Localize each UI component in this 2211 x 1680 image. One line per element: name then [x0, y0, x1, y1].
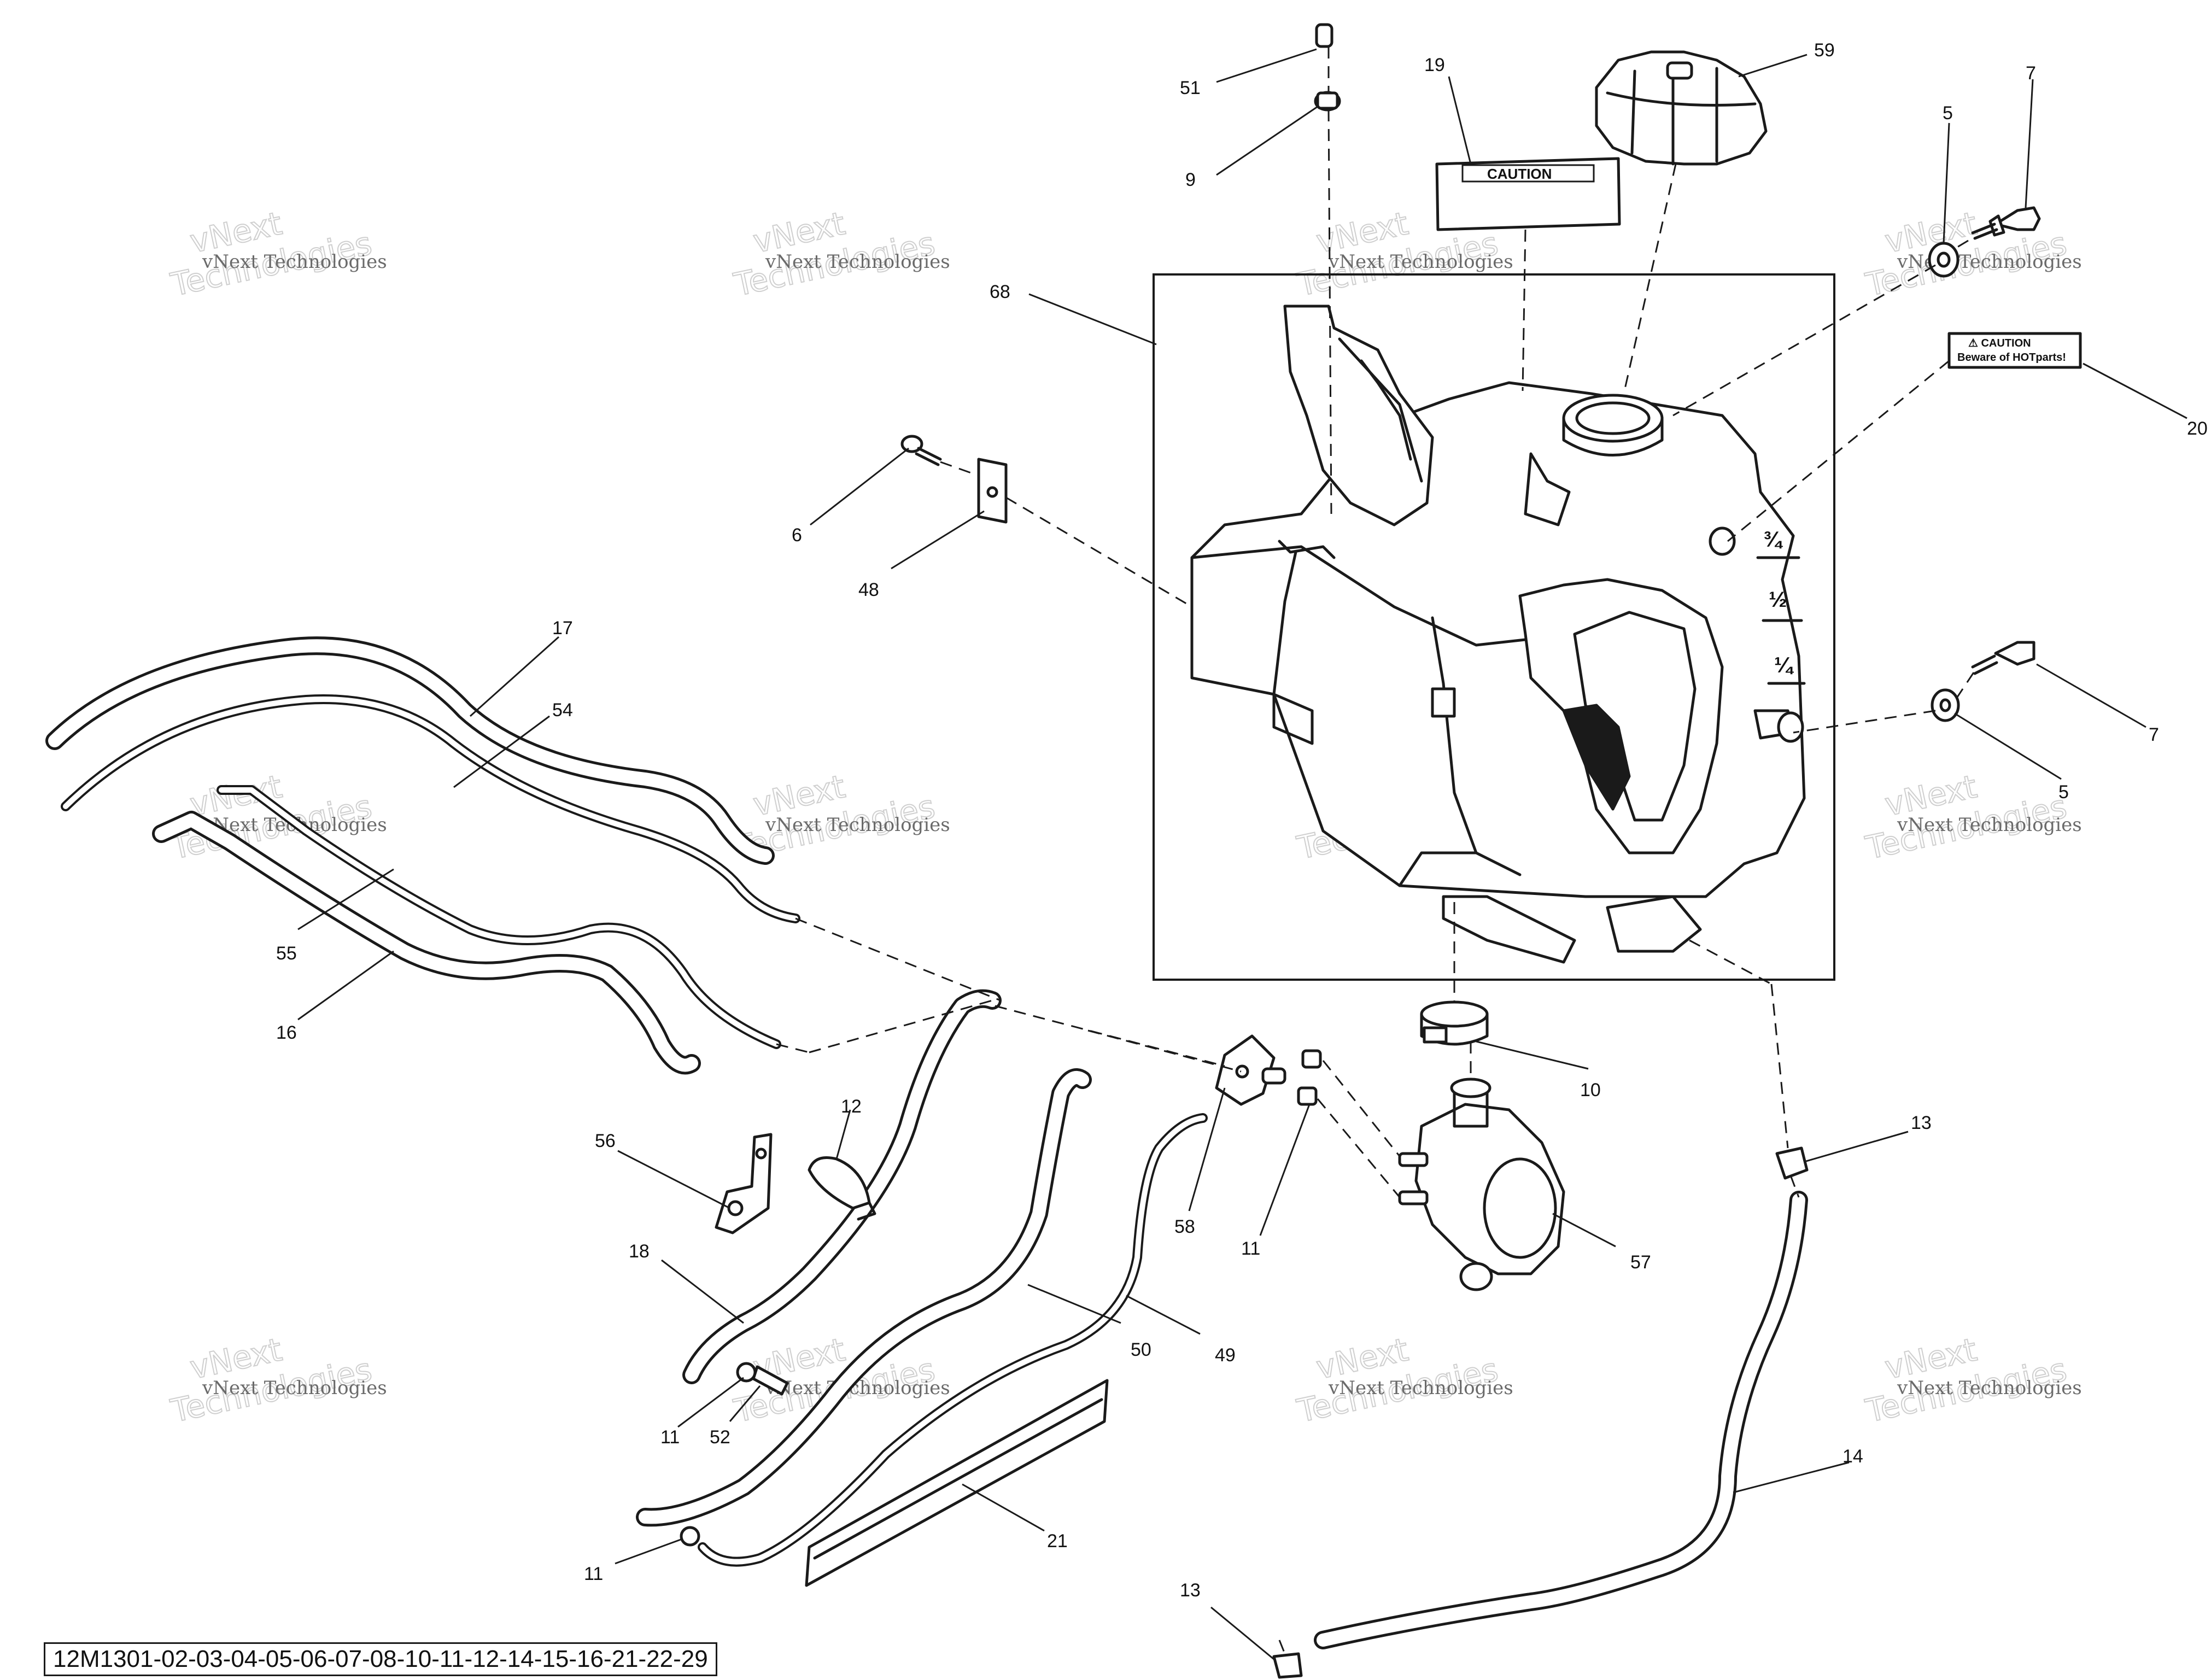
part-49-hose[interactable] — [698, 1113, 1208, 1567]
callout-20: 20 — [2187, 418, 2208, 439]
callout-18: 18 — [629, 1241, 650, 1262]
svg-text:vNext Technologies: vNext Technologies — [765, 251, 950, 273]
diagram-reference-code: 12M1301-02-03-04-05-06-07-08-10-11-12-14… — [44, 1642, 717, 1676]
callout-19: 19 — [1424, 55, 1445, 75]
part-11-clamp-pump[interactable] — [1297, 1049, 1322, 1106]
callout-54: 54 — [552, 700, 573, 721]
callout-numbers: 51 9 19 59 7 5 68 20 6 48 17 54 7 5 55 1… — [276, 40, 2208, 1601]
part-51-plug[interactable] — [1315, 23, 1333, 48]
callout-12: 12 — [841, 1096, 862, 1117]
part-14-hose[interactable] — [1314, 1191, 1808, 1649]
callout-56: 56 — [595, 1131, 616, 1151]
svg-text:vNext Technologies: vNext Technologies — [1328, 1377, 1513, 1399]
part-6-screw[interactable] — [900, 435, 942, 466]
part-16-hose[interactable] — [152, 811, 701, 1075]
part-7-bolt-lower[interactable] — [1971, 641, 2035, 675]
watermark: vNext Technologies vNext Technologies — [167, 204, 387, 304]
svg-text:vNext Technologies: vNext Technologies — [765, 814, 950, 836]
callout-17: 17 — [552, 618, 573, 639]
callout-11-upper: 11 — [660, 1427, 680, 1448]
gauge-mark-half: ½ — [1769, 588, 1787, 612]
svg-text:vNext Technologies: vNext Technologies — [202, 1377, 387, 1399]
callout-10: 10 — [1580, 1080, 1601, 1101]
svg-text:vNext Technologies: vNext Technologies — [1897, 814, 2082, 836]
part-48-clip-nut[interactable] — [977, 458, 1008, 524]
part-9-clamp[interactable] — [1314, 91, 1341, 112]
callout-5-lower: 5 — [2058, 782, 2069, 803]
callout-11-lower: 11 — [584, 1564, 603, 1584]
watermark: vNext Technologies vNext Technologies — [730, 204, 950, 304]
assembly-lines — [776, 46, 1975, 1654]
tank-assembly-frame — [1153, 273, 1835, 981]
callout-68: 68 — [990, 282, 1010, 302]
callout-52: 52 — [710, 1427, 730, 1448]
callout-57: 57 — [1630, 1252, 1651, 1273]
part-19-caution-sticker[interactable]: CAUTION — [1435, 157, 1621, 231]
watermark: vNext Technologies vNext Technologies — [1862, 767, 2082, 867]
watermark: vNext Technologies vNext Technologies — [1862, 1330, 2082, 1430]
svg-text:vNext Technologies: vNext Technologies — [1328, 251, 1513, 273]
part-7-bolt[interactable] — [1971, 206, 2041, 240]
callout-50: 50 — [1131, 1339, 1151, 1360]
part-5-washer-lower[interactable] — [1931, 688, 1960, 722]
part-12-clamp[interactable] — [808, 1156, 876, 1221]
part-52-fitting[interactable] — [752, 1365, 789, 1396]
part-54-hose[interactable] — [61, 694, 800, 923]
callout-14: 14 — [1842, 1446, 1863, 1467]
part-57-fuel-pump[interactable] — [1398, 1078, 1565, 1291]
part-55-hose[interactable] — [217, 785, 781, 1049]
callout-55: 55 — [276, 943, 297, 964]
caution-sticker-text: CAUTION — [1487, 166, 1552, 182]
part-13-clamp[interactable] — [1775, 1146, 1809, 1180]
fuel-tank[interactable]: ¾ ½ ¼ — [1190, 305, 1806, 964]
part-50-hose[interactable] — [636, 1068, 1092, 1527]
callout-9: 9 — [1185, 169, 1196, 190]
callout-59: 59 — [1814, 40, 1835, 61]
part-56-bracket[interactable] — [715, 1133, 773, 1234]
svg-text:vNext Technologies: vNext Technologies — [1897, 251, 2082, 273]
hot-sticker-body: Beware of HOTparts! — [1957, 352, 2066, 364]
callout-48: 48 — [858, 579, 879, 600]
callout-21: 21 — [1047, 1531, 1068, 1552]
gauge-mark-three-quarter: ¾ — [1763, 528, 1783, 552]
callout-7-lower: 7 — [2149, 724, 2159, 745]
callout-49: 49 — [1215, 1345, 1236, 1366]
callout-58: 58 — [1174, 1216, 1195, 1237]
part-13-clamp-lower[interactable] — [1272, 1652, 1303, 1679]
callout-7: 7 — [2026, 63, 2036, 84]
svg-text:vNext Technologies: vNext Technologies — [1897, 1377, 2082, 1399]
part-5-washer[interactable] — [1928, 242, 1960, 278]
watermark: vNext Technologies vNext Technologies — [167, 1330, 387, 1430]
callout-51: 51 — [1180, 78, 1201, 98]
hot-sticker-title: ⚠ CAUTION — [1968, 337, 2031, 349]
part-58-plate[interactable] — [1215, 1034, 1286, 1106]
watermark: vNext Technologies vNext Technologies — [1293, 1330, 1513, 1430]
svg-text:vNext Technologies: vNext Technologies — [202, 251, 387, 273]
leader-lines — [297, 48, 2187, 1660]
part-20-hot-parts-sticker[interactable]: ⚠ CAUTION Beware of HOTparts! — [1947, 332, 2082, 369]
callout-6: 6 — [792, 525, 802, 546]
part-59-fuel-cap[interactable] — [1595, 50, 1768, 166]
part-11-clamp-lower[interactable] — [680, 1526, 700, 1547]
callout-16: 16 — [276, 1022, 297, 1043]
callout-13: 13 — [1911, 1113, 1932, 1133]
part-10-clamp[interactable] — [1420, 1000, 1489, 1046]
callout-13-lower: 13 — [1180, 1580, 1201, 1601]
gauge-mark-quarter: ¼ — [1774, 653, 1794, 677]
callout-5: 5 — [1943, 103, 1953, 124]
callout-11-pump: 11 — [1241, 1238, 1260, 1259]
part-21-heat-shield[interactable] — [805, 1379, 1109, 1587]
